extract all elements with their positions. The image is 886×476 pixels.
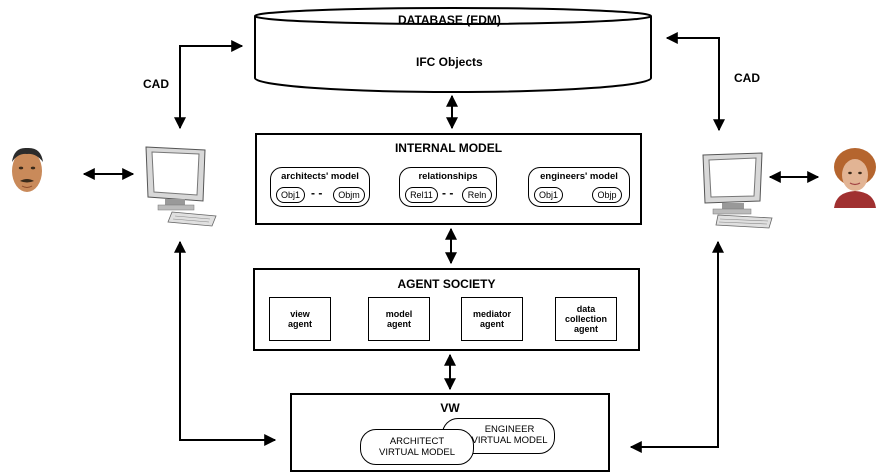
architect-virtual-model: ARCHITECT VIRTUAL MODEL [360, 429, 474, 465]
vw-left-arrow [174, 240, 277, 446]
data-collection-agent: data collection agent [555, 297, 617, 341]
vw-title: VW [440, 401, 460, 415]
architects-obj-first: Obj1 [276, 187, 305, 203]
engineers-model: engineers' model Obj1 Objp [528, 167, 630, 207]
computer-right-icon [702, 152, 773, 229]
engineers-model-title: engineers' model [540, 171, 618, 182]
cad-right-arrow [665, 32, 725, 132]
architects-model-title: architects' model [281, 171, 359, 182]
person-female-photo [832, 148, 878, 208]
relationships-model: relationships Rel11 - - Reln [399, 167, 497, 207]
architects-obj-last: Objm [333, 187, 365, 203]
architects-dash: - - [311, 186, 323, 200]
relationship-last: Reln [462, 187, 492, 203]
engineers-obj-last: Objp [592, 187, 622, 203]
relationships-title: relationships [418, 171, 478, 182]
relationships-dash: - - [442, 186, 454, 200]
database-content: IFC Objects [416, 55, 483, 69]
architects-model: architects' model Obj1 - - Objm [270, 167, 370, 207]
mediator-agent: mediator agent [461, 297, 523, 341]
database-title: DATABASE (EDM) [398, 13, 501, 27]
vw-right-arrow [629, 240, 724, 453]
agent-society-title: AGENT SOCIETY [397, 277, 496, 291]
cad-label-left: CAD [143, 77, 169, 91]
cad-label-right: CAD [734, 71, 760, 85]
view-agent: view agent [269, 297, 331, 341]
cad-left-arrow [174, 40, 244, 130]
engineers-obj-first: Obj1 [534, 187, 563, 203]
relationship-first: Rel11 [405, 187, 438, 203]
internal-model-box: INTERNAL MODEL architects' model Obj1 - … [255, 133, 642, 225]
internal-model-title: INTERNAL MODEL [394, 141, 503, 155]
model-agent: model agent [368, 297, 430, 341]
computer-left-icon [145, 146, 217, 227]
agent-society-box: AGENT SOCIETY view agent model agent med… [253, 268, 640, 351]
vw-box: VW ENGINEER VIRTUAL MODEL ARCHITECT VIRT… [290, 393, 610, 472]
person-male-photo [6, 145, 48, 197]
database-cylinder [254, 7, 652, 93]
